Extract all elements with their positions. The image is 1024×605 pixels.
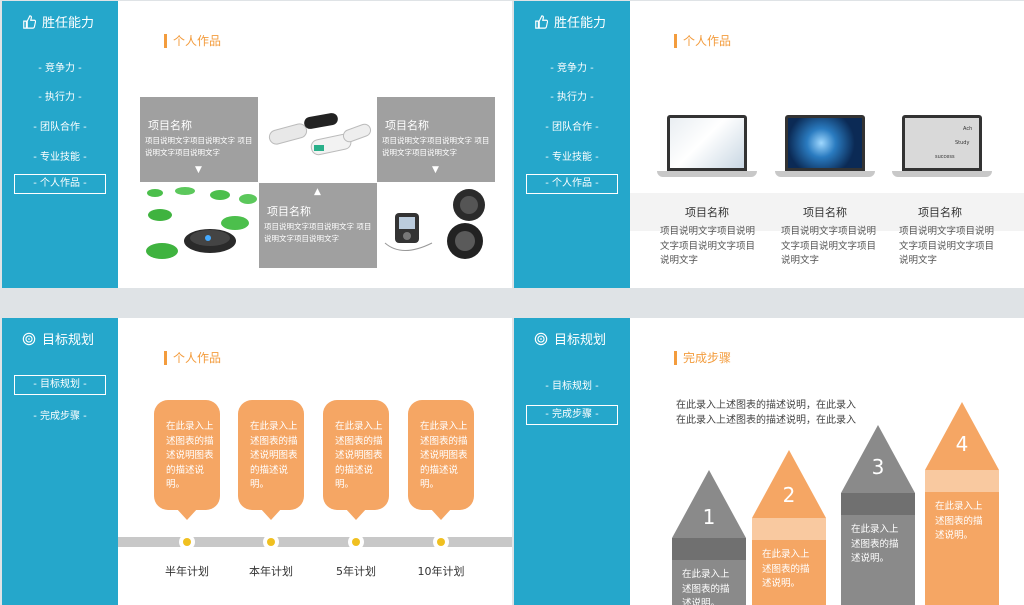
laptop-image-documents (657, 115, 757, 179)
slide-goal-planning-timeline[interactable]: 目标规划 - 目标规划 - - 完成步骤 - 个人作品 在此录入上述图表的描述说… (2, 318, 512, 605)
step-3: 在此录入上述图表的描述说明。 3 (841, 425, 915, 605)
project-name: 项目名称 (148, 119, 192, 132)
project-desc: 项目说明文字项目说明文字 项目说明文字项目说明文字 (382, 136, 490, 157)
step-number: 4 (955, 432, 969, 456)
slide-competency-works-laptops[interactable]: 胜任能力 - 竞争力 - - 执行力 - - 团队合作 - - 专业技能 - -… (514, 1, 1024, 288)
slide-competency-works-grid[interactable]: 胜任能力 - 竞争力 - - 执行力 - - 团队合作 - - 专业技能 - -… (2, 1, 512, 288)
project-desc: 项目说明文字项目说明文字项目说明文字项目说明文字 (899, 226, 995, 266)
project-tile[interactable]: 项目名称 项目说明文字项目说明文字 项目说明文字项目说明文字 ▼ (377, 97, 495, 182)
sidebar: 胜任能力 - 竞争力 - - 执行力 - - 团队合作 - - 专业技能 - -… (2, 1, 118, 288)
arrow-up-icon: ▲ (314, 187, 321, 197)
step-number: 3 (871, 455, 885, 479)
sidebar: 胜任能力 - 竞争力 - - 执行力 - - 团队合作 - - 专业技能 - -… (514, 1, 630, 288)
step-number: 1 (702, 505, 716, 529)
nav-competitiveness[interactable]: - 竞争力 - (38, 63, 82, 74)
project-desc: 项目说明文字项目说明文字项目说明文字项目说明文字 (781, 226, 877, 266)
plan-label: 半年计划 (165, 565, 209, 578)
product-image-green-pebbles (140, 183, 258, 268)
slide-goal-planning-steps[interactable]: 目标规划 - 目标规划 - - 完成步骤 - 完成步骤 在此录入上述图表的描述说… (514, 318, 1024, 605)
nav-personal-works[interactable]: - 个人作品 - (14, 174, 106, 194)
product-image-capsules (259, 97, 377, 182)
project-name: 项目名称 (385, 119, 429, 132)
target-icon (22, 332, 36, 345)
section-title: 个人作品 (674, 34, 731, 48)
laptop-image-gear (775, 115, 875, 179)
step-1: 在此录入上述图表的描述说明。 1 (672, 470, 746, 605)
nav-teamwork[interactable]: - 团队合作 - (545, 122, 599, 133)
plan-bubble: 在此录入上述图表的描述说明图表的描述说明。 (323, 400, 389, 520)
timeline-dot[interactable] (348, 534, 364, 550)
project-name: 项目名称 (685, 206, 729, 219)
timeline-bar (118, 537, 512, 547)
sidebar: 目标规划 - 目标规划 - - 完成步骤 - (2, 318, 118, 605)
project-desc: 项目说明文字项目说明文字 项目说明文字项目说明文字 (145, 136, 253, 157)
project-tile[interactable]: ▲ 项目名称 项目说明文字项目说明文字 项目说明文字项目说明文字 (259, 183, 377, 268)
target-icon (534, 332, 548, 345)
laptop-image-success: Study success Ach (892, 115, 992, 179)
section-title: 完成步骤 (674, 351, 731, 365)
step-number: 2 (782, 483, 796, 507)
arrow-down-icon: ▼ (195, 165, 202, 175)
nav-goal-planning[interactable]: - 目标规划 - (545, 381, 599, 392)
plan-bubble: 在此录入上述图表的描述说明图表的描述说明。 (408, 400, 474, 520)
sidebar-title: 胜任能力 (22, 12, 94, 31)
plan-bubble: 在此录入上述图表的描述说明图表的描述说明。 (154, 400, 220, 520)
nav-completion-steps[interactable]: - 完成步骤 - (526, 405, 618, 425)
project-tile[interactable]: 项目名称 项目说明文字项目说明文字 项目说明文字项目说明文字 ▼ (140, 97, 258, 182)
nav-professional-skills[interactable]: - 专业技能 - (33, 152, 87, 163)
nav-execution[interactable]: - 执行力 - (38, 92, 82, 103)
timeline-dot[interactable] (179, 534, 195, 550)
steps-intro: 在此录入上述图表的描述说明，在此录入 在此录入上述图表的描述说明，在此录入 (676, 400, 856, 426)
nav-execution[interactable]: - 执行力 - (550, 92, 594, 103)
timeline-dot[interactable] (433, 534, 449, 550)
sidebar: 目标规划 - 目标规划 - - 完成步骤 - (514, 318, 630, 605)
nav-competitiveness[interactable]: - 竞争力 - (550, 63, 594, 74)
plan-label: 本年计划 (249, 565, 293, 578)
sidebar-title: 目标规划 (22, 329, 94, 348)
nav-teamwork[interactable]: - 团队合作 - (33, 122, 87, 133)
project-name: 项目名称 (267, 205, 311, 218)
project-name: 项目名称 (803, 206, 847, 219)
project-desc: 项目说明文字项目说明文字项目说明文字项目说明文字 (660, 226, 756, 266)
step-4: 在此录入上述图表的描述说明。 4 (925, 402, 999, 605)
nav-personal-works[interactable]: - 个人作品 - (526, 174, 618, 194)
section-title: 个人作品 (164, 34, 221, 48)
project-desc: 项目说明文字项目说明文字 项目说明文字项目说明文字 (264, 222, 372, 243)
plan-bubble: 在此录入上述图表的描述说明图表的描述说明。 (238, 400, 304, 520)
nav-goal-planning[interactable]: - 目标规划 - (14, 375, 106, 395)
section-title: 个人作品 (164, 351, 221, 365)
step-2: 在此录入上述图表的描述说明。 2 (752, 450, 826, 605)
sidebar-title: 胜任能力 (534, 12, 606, 31)
timeline-dot[interactable] (263, 534, 279, 550)
arrow-down-icon: ▼ (432, 165, 439, 175)
nav-completion-steps[interactable]: - 完成步骤 - (33, 411, 87, 422)
thumbs-up-icon (23, 14, 36, 29)
nav-professional-skills[interactable]: - 专业技能 - (545, 152, 599, 163)
project-band (630, 193, 1024, 231)
plan-label: 10年计划 (417, 565, 465, 578)
sidebar-title: 目标规划 (534, 329, 606, 348)
plan-label: 5年计划 (336, 565, 376, 578)
product-image-speakers (377, 183, 495, 268)
project-name: 项目名称 (918, 206, 962, 219)
thumbs-up-icon (535, 14, 548, 29)
